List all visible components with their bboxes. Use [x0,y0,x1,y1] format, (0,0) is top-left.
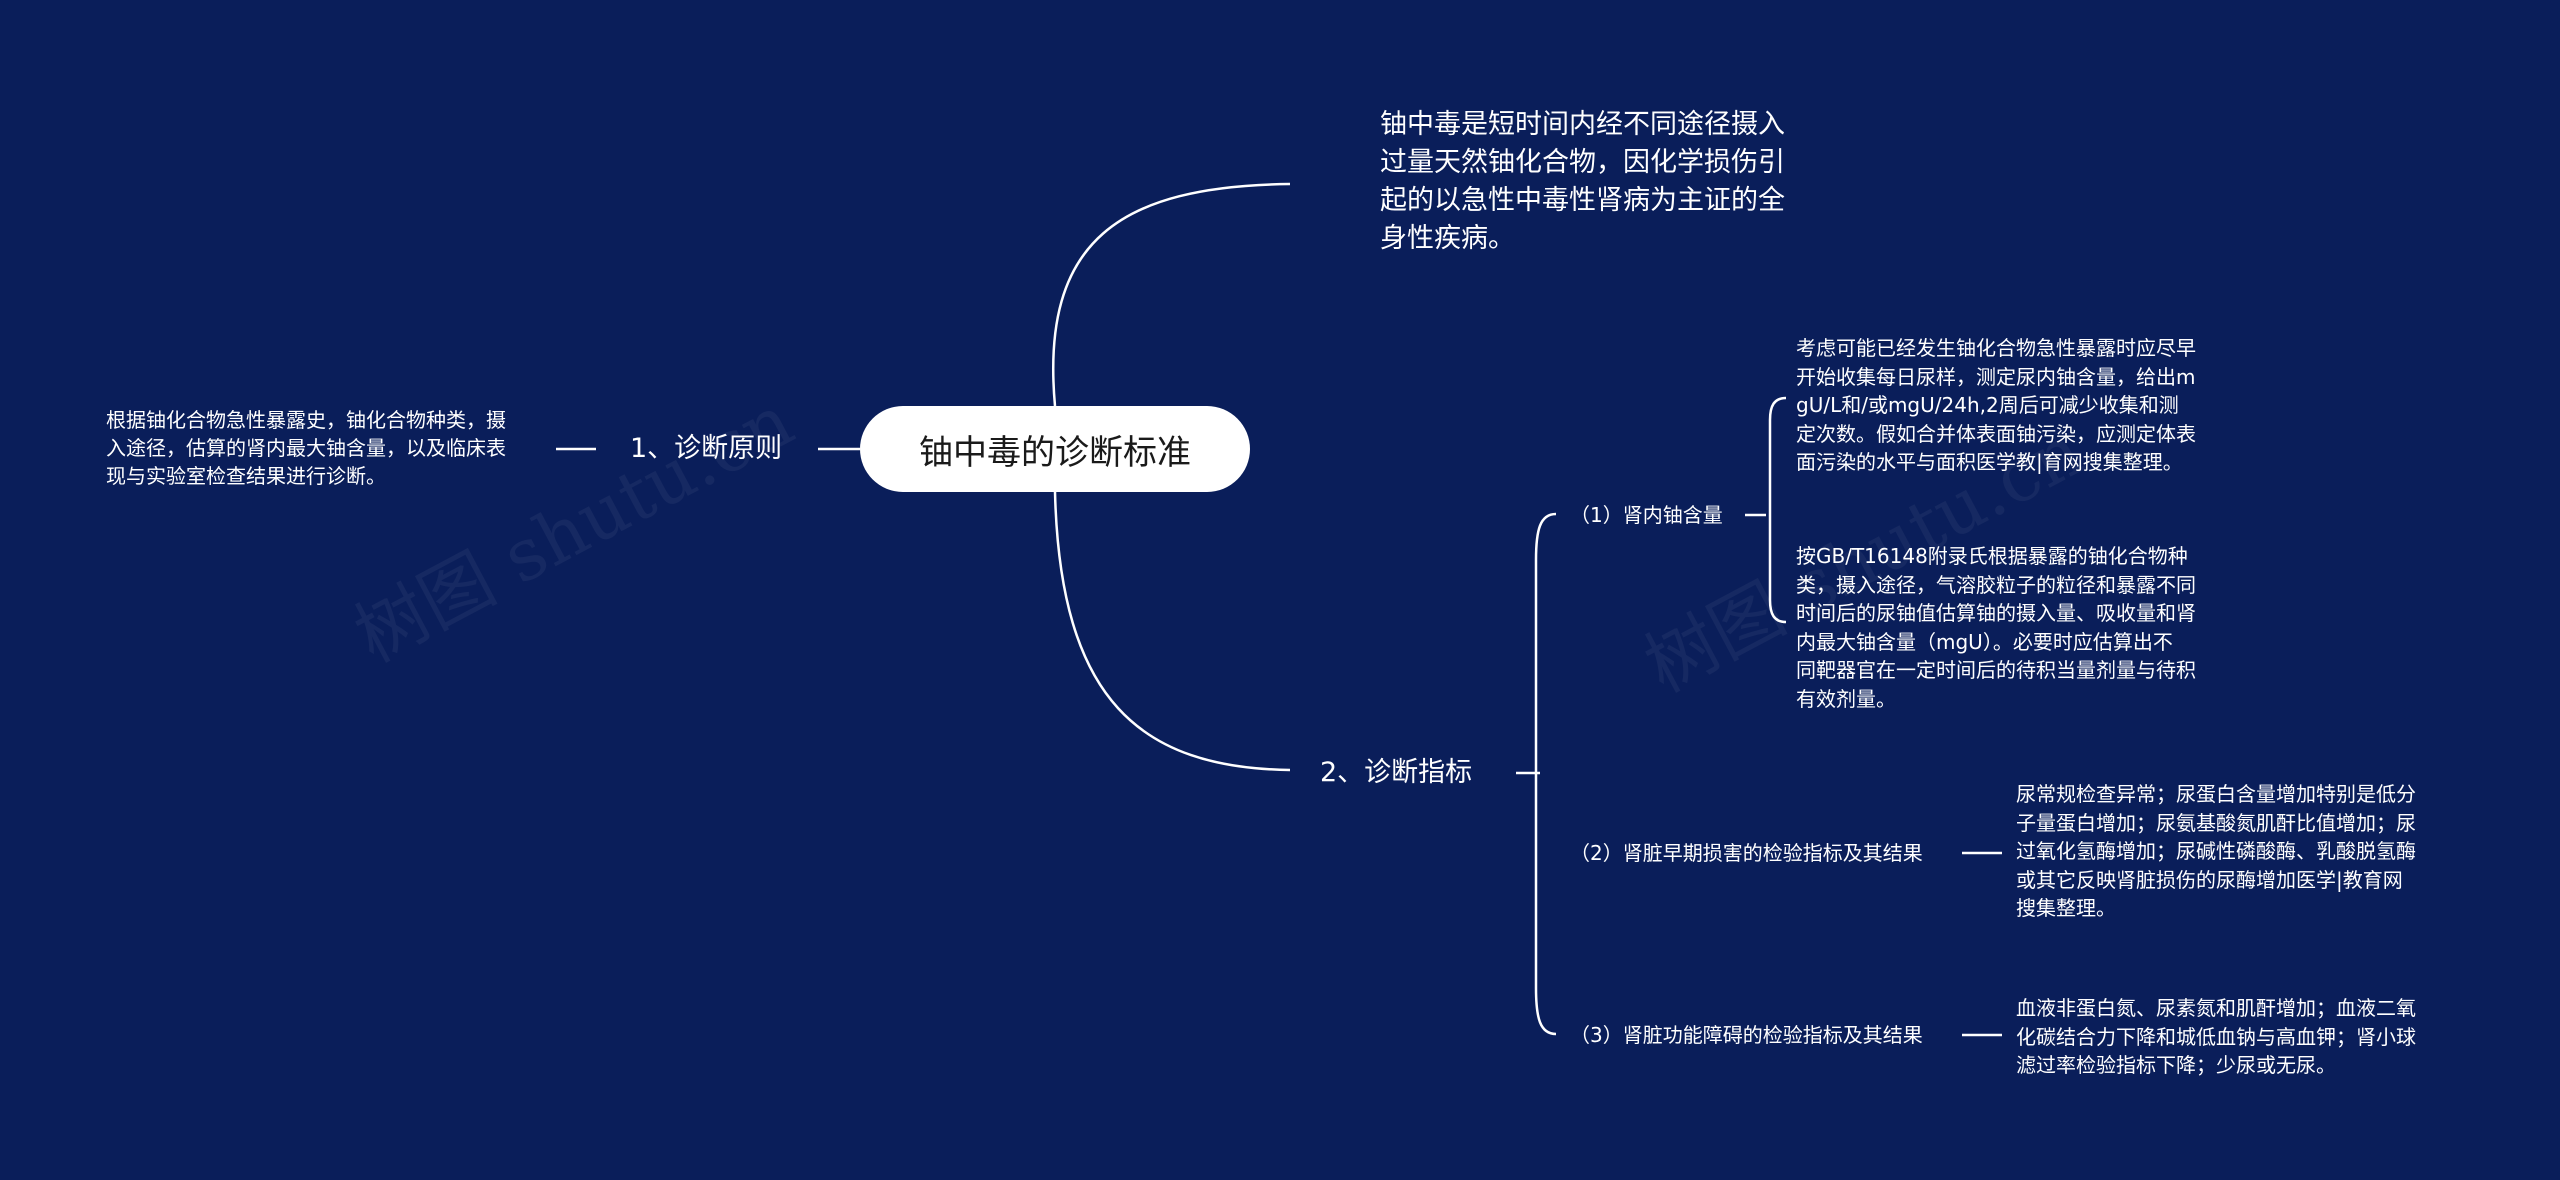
indicator-detail: 血液非蛋白氮、尿素氮和肌酐增加；血液二氧 化碳结合力下降和城低血钠与高血钾；肾小… [2016,996,2416,1077]
indicator-item-kidney-uranium[interactable]: （1）肾内铀含量 [1570,503,1723,527]
principle-detail: 根据铀化合物急性暴露史，铀化合物种类，摄 入途径，估算的肾内最大铀含量，以及临床… [106,408,506,488]
intro-text: 铀中毒是短时间内经不同途径摄入 过量天然铀化合物，因化学损伤引 起的以急性中毒性… [1380,109,1785,254]
indicator-detail: 按GB/T16148附录氏根据暴露的铀化合物种 类，摄入途径，气溶胶粒子的粒径和… [1796,544,2196,711]
connector-root-indicators [1053,491,1291,772]
root-title: 铀中毒的诊断标准 [919,432,1191,473]
root-node[interactable]: 铀中毒的诊断标准 [860,406,1250,492]
indicator-detail: 尿常规检查异常；尿蛋白含量增加特别是低分 子量蛋白增加；尿氨基酸氮肌酐比值增加；… [2016,782,2416,920]
indicator-item-function-disorder[interactable]: （3）肾脏功能障碍的检验指标及其结果 [1570,1023,1923,1047]
bracket-s1 [1768,396,1787,624]
branch-principle[interactable]: 1、诊断原则 [630,433,783,464]
indicator-detail: 考虑可能已经发生铀化合物急性暴露时应尽早 开始收集每日尿样，测定尿内铀含量，给出… [1796,336,2196,474]
indicator-item-early-damage[interactable]: （2）肾脏早期损害的检验指标及其结果 [1570,841,1923,865]
connector-root-intro [1052,182,1291,407]
branch-indicators[interactable]: 2、诊断指标 [1320,757,1473,788]
bracket-indicators [1534,512,1557,1036]
